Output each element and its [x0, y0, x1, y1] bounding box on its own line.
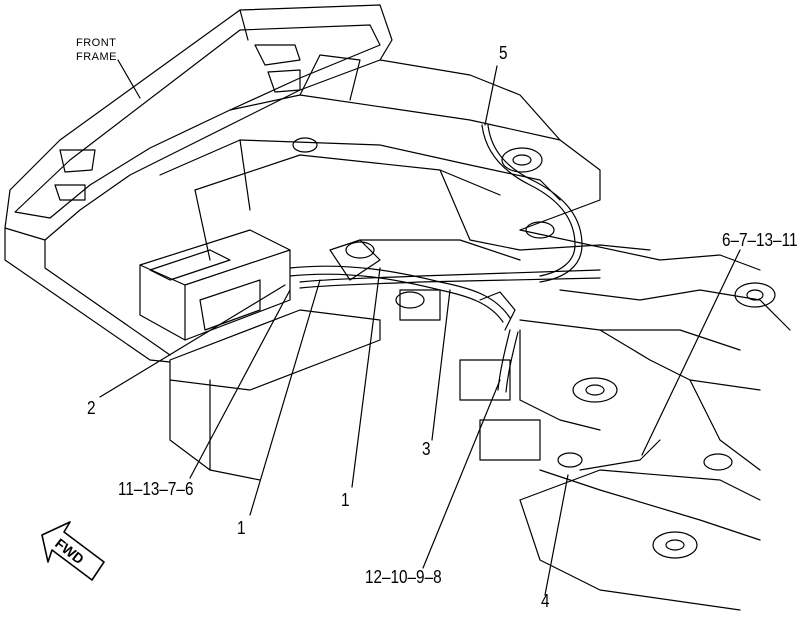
callout-3: 3: [422, 439, 431, 459]
callout-11-13-7-6: 11–13–7–6: [118, 479, 194, 499]
valve-block: [139, 229, 381, 481]
front-frame-label-line1: FRONT: [76, 37, 117, 49]
hose-assemblies: [289, 124, 661, 471]
callout-12-10-9-8: 12–10–9–8: [365, 567, 442, 587]
callout-2: 2: [87, 398, 96, 418]
main-frame: [159, 54, 791, 611]
callout-leaders: [99, 59, 741, 596]
callout-4: 4: [541, 591, 550, 611]
callout-6-7-13-11: 6–7–13–11: [722, 230, 798, 250]
callout-1-right: 1: [341, 490, 350, 510]
callout-5: 5: [499, 43, 508, 63]
callout-1-left: 1: [237, 518, 246, 538]
front-frame-label-line2: FRAME: [76, 51, 117, 63]
frame-mount-bosses: [292, 137, 776, 559]
front-frame: [4, 4, 393, 363]
forward-arrow-icon: [41, 521, 105, 581]
